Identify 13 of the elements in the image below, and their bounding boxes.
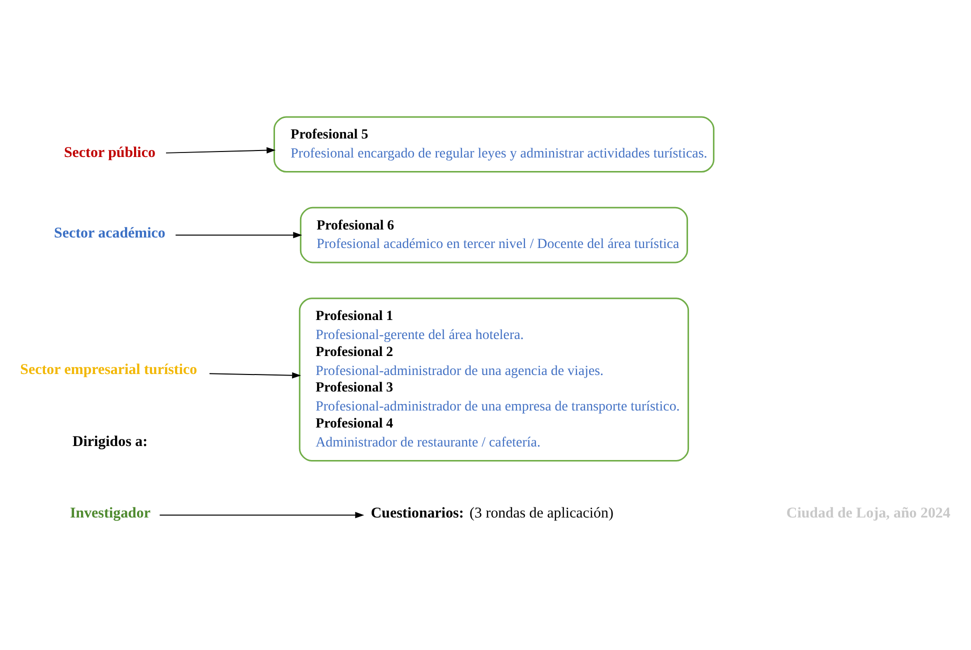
node-text: Sector académico bbox=[54, 226, 166, 242]
node-box: Profesional 6 Profesional académico en tercer nivel / Docente del área turística bbox=[300, 206, 688, 264]
arrow bbox=[159, 512, 364, 518]
node-box: Profesional 5 Profesional encargado de regular leyes y administrar actividades turísticas. bbox=[274, 116, 714, 173]
arrow bbox=[208, 372, 302, 378]
node-text: Investigador bbox=[70, 506, 150, 522]
arrow bbox=[166, 147, 276, 154]
node-text: Cuestionarios: (3 rondas de aplicación) bbox=[370, 506, 614, 522]
arrow bbox=[175, 232, 302, 238]
node-box: Profesional 1 Profesional-gerente del área hotelera. Profesional 2 Profesional-administrador de una agencia de viajes. Profesional 3 Profesional-administrador de una empresa de transporte turístico. Profesional 4 Administrador de restaurante / cafetería. bbox=[298, 298, 690, 462]
node-text: Sector empresarial turístico bbox=[20, 362, 198, 378]
node-text: Sector público bbox=[64, 144, 156, 161]
label: Dirigidos a: bbox=[72, 434, 148, 450]
